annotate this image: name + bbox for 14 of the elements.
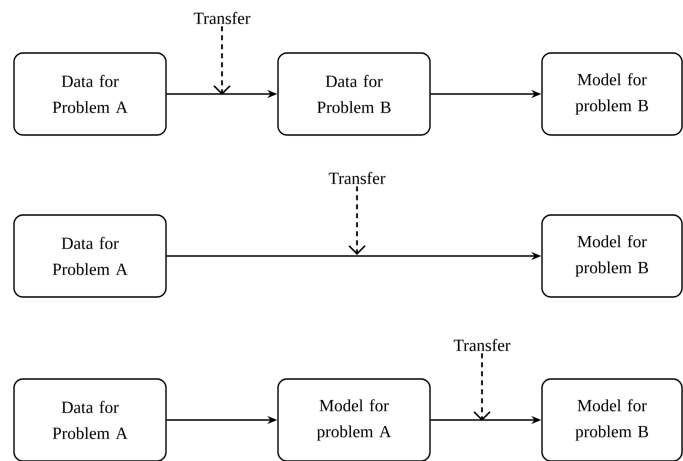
process-box: Model for problem B (541, 214, 683, 298)
dashed-arrow (213, 26, 231, 95)
transfer-label: Transfer (454, 338, 510, 352)
process-box: Data for Problem A (13, 52, 167, 136)
process-box: Model for problem B (541, 52, 683, 136)
process-box: Model for problem A (277, 378, 431, 461)
process-box: Data for Problem A (13, 214, 167, 298)
process-box: Model for problem B (541, 378, 683, 461)
process-box: Data for Problem B (277, 52, 431, 136)
transfer-label: Transfer (328, 172, 386, 184)
transfer-label: Transfer (194, 12, 250, 24)
dashed-arrow (473, 353, 491, 421)
process-box: Data for Problem A (13, 378, 167, 461)
dashed-arrow (348, 186, 366, 255)
